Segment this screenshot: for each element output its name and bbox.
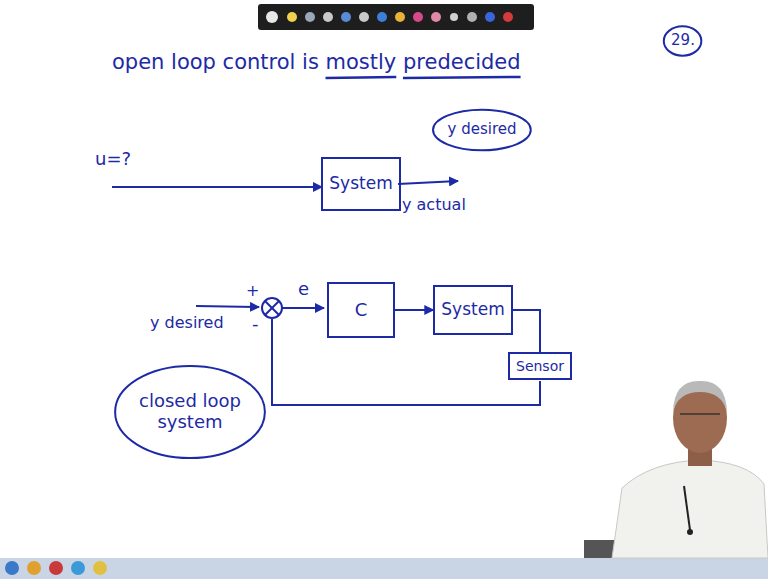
taskbar: [0, 558, 768, 579]
underlines: [326, 77, 521, 78]
underline: [326, 77, 397, 78]
page-number-circle: 29.: [663, 25, 702, 57]
sign-mark: +: [246, 283, 259, 299]
presenter: [584, 381, 768, 558]
node-text: 29.: [671, 32, 695, 49]
node-text: closed loop system: [136, 391, 244, 432]
feedback-line: [272, 319, 540, 405]
sign-mark: -: [252, 315, 259, 333]
toolbar: [258, 4, 534, 30]
slide-title: open loop control is mostly predecided: [112, 52, 521, 73]
sensor-box: Sensor: [508, 352, 572, 380]
process-box: System: [321, 157, 400, 211]
node-text: y desired: [448, 121, 517, 138]
connector: [395, 309, 433, 311]
signal-name: e: [298, 280, 309, 298]
input-arrow: [112, 186, 322, 188]
signal-name: u=?: [95, 150, 131, 168]
output-arrow: [398, 181, 458, 184]
process-box: System: [433, 285, 512, 335]
circled-note: closed loop system: [112, 362, 268, 462]
node-text: C: [355, 300, 368, 321]
node-text: System: [329, 174, 392, 194]
error-arrow: [282, 307, 324, 309]
controller-box: C: [327, 282, 395, 338]
connector: [513, 310, 540, 352]
underline: [403, 77, 521, 78]
node-text: System: [441, 300, 504, 320]
summing-junction: [262, 298, 282, 318]
reference-arrow: [196, 306, 259, 307]
signal-name: y desired: [150, 315, 224, 331]
circled-note: y desired: [431, 108, 533, 152]
signal-name: y actual: [402, 197, 466, 213]
node-text: Sensor: [516, 358, 564, 374]
